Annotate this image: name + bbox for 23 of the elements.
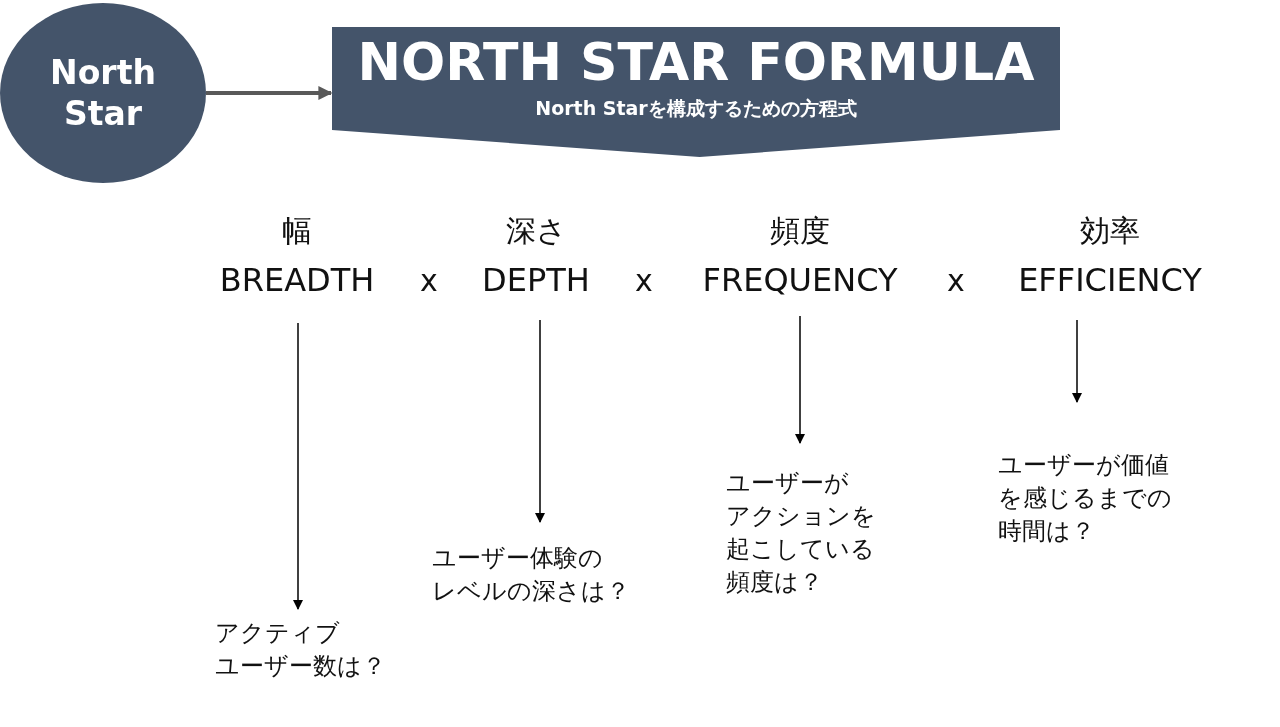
arrow bbox=[206, 86, 333, 100]
term-kanji: 幅 bbox=[282, 212, 312, 250]
arrow bbox=[1072, 319, 1082, 403]
term-kanji: 効率 bbox=[1080, 212, 1140, 250]
term-label: FREQUENCY bbox=[702, 260, 898, 301]
term-label: DEPTH bbox=[482, 260, 590, 301]
multiply-sign: x bbox=[420, 262, 438, 300]
question-text: アクティブユーザー数は？ bbox=[215, 617, 386, 683]
term-kanji: 頻度 bbox=[770, 212, 830, 250]
term-label: BREADTH bbox=[219, 260, 375, 301]
question-text: ユーザーがアクションを起こしている頻度は？ bbox=[726, 467, 876, 599]
node-label: North Star bbox=[49, 51, 157, 135]
banner-subtitle: North Starを構成するための方程式 bbox=[534, 96, 858, 121]
term-label: EFFICIENCY bbox=[1018, 260, 1202, 301]
arrow bbox=[535, 319, 545, 523]
question-text: ユーザーが価値を感じるまでの時間は？ bbox=[998, 449, 1172, 548]
multiply-sign: x bbox=[635, 262, 653, 300]
multiply-sign: x bbox=[947, 262, 965, 300]
banner-title: NORTH STAR FORMULA bbox=[356, 31, 1036, 93]
arrow bbox=[293, 322, 303, 610]
arrow bbox=[795, 315, 805, 444]
term-kanji: 深さ bbox=[505, 212, 567, 250]
question-text: ユーザー体験のレベルの深さは？ bbox=[432, 542, 630, 608]
